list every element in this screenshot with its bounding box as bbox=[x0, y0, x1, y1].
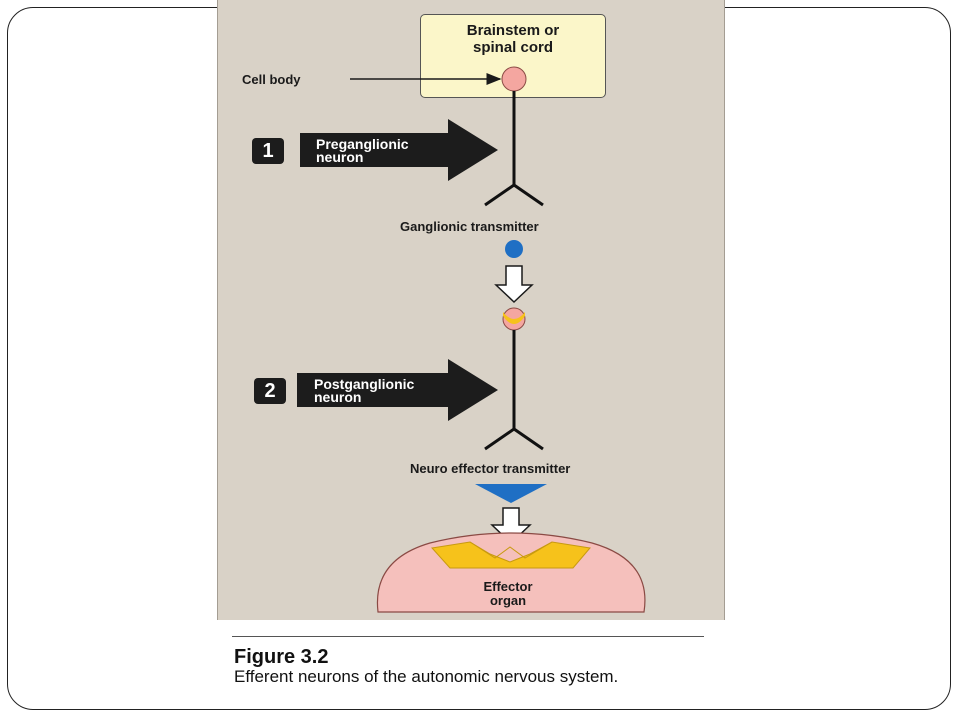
cell-body-label: Cell body bbox=[242, 72, 301, 87]
preganglionic-terminal bbox=[484, 183, 544, 207]
preganglionic-arrow bbox=[300, 119, 498, 181]
brainstem-label: Brainstem or spinal cord bbox=[466, 22, 560, 56]
postganglionic-label: Postganglionic neuron bbox=[314, 376, 415, 405]
figure-caption: Efferent neurons of the autonomic nervou… bbox=[234, 667, 619, 686]
step-badge-2: 2 bbox=[254, 378, 286, 404]
transfer-arrow-1 bbox=[494, 265, 534, 304]
step-badge-1: 1 bbox=[252, 138, 284, 164]
neuroeffector-transmitter-triangle bbox=[475, 484, 547, 503]
postganglionic-terminal bbox=[484, 427, 544, 451]
caption-divider bbox=[232, 636, 704, 637]
cell-body bbox=[501, 66, 527, 92]
receptor-binding-site bbox=[503, 312, 525, 324]
neuroeffector-transmitter-label: Neuro effector transmitter bbox=[410, 461, 571, 476]
ganglionic-transmitter-dot bbox=[505, 240, 523, 258]
figure-panel bbox=[217, 0, 725, 620]
effector-organ-label: Effector organ bbox=[483, 579, 533, 608]
figure-title: Figure 3.2 bbox=[234, 646, 329, 668]
ganglionic-transmitter-label: Ganglionic transmitter bbox=[400, 219, 539, 234]
preganglionic-label: Preganglionic neuron bbox=[316, 136, 409, 165]
postganglionic-arrow bbox=[297, 359, 498, 421]
